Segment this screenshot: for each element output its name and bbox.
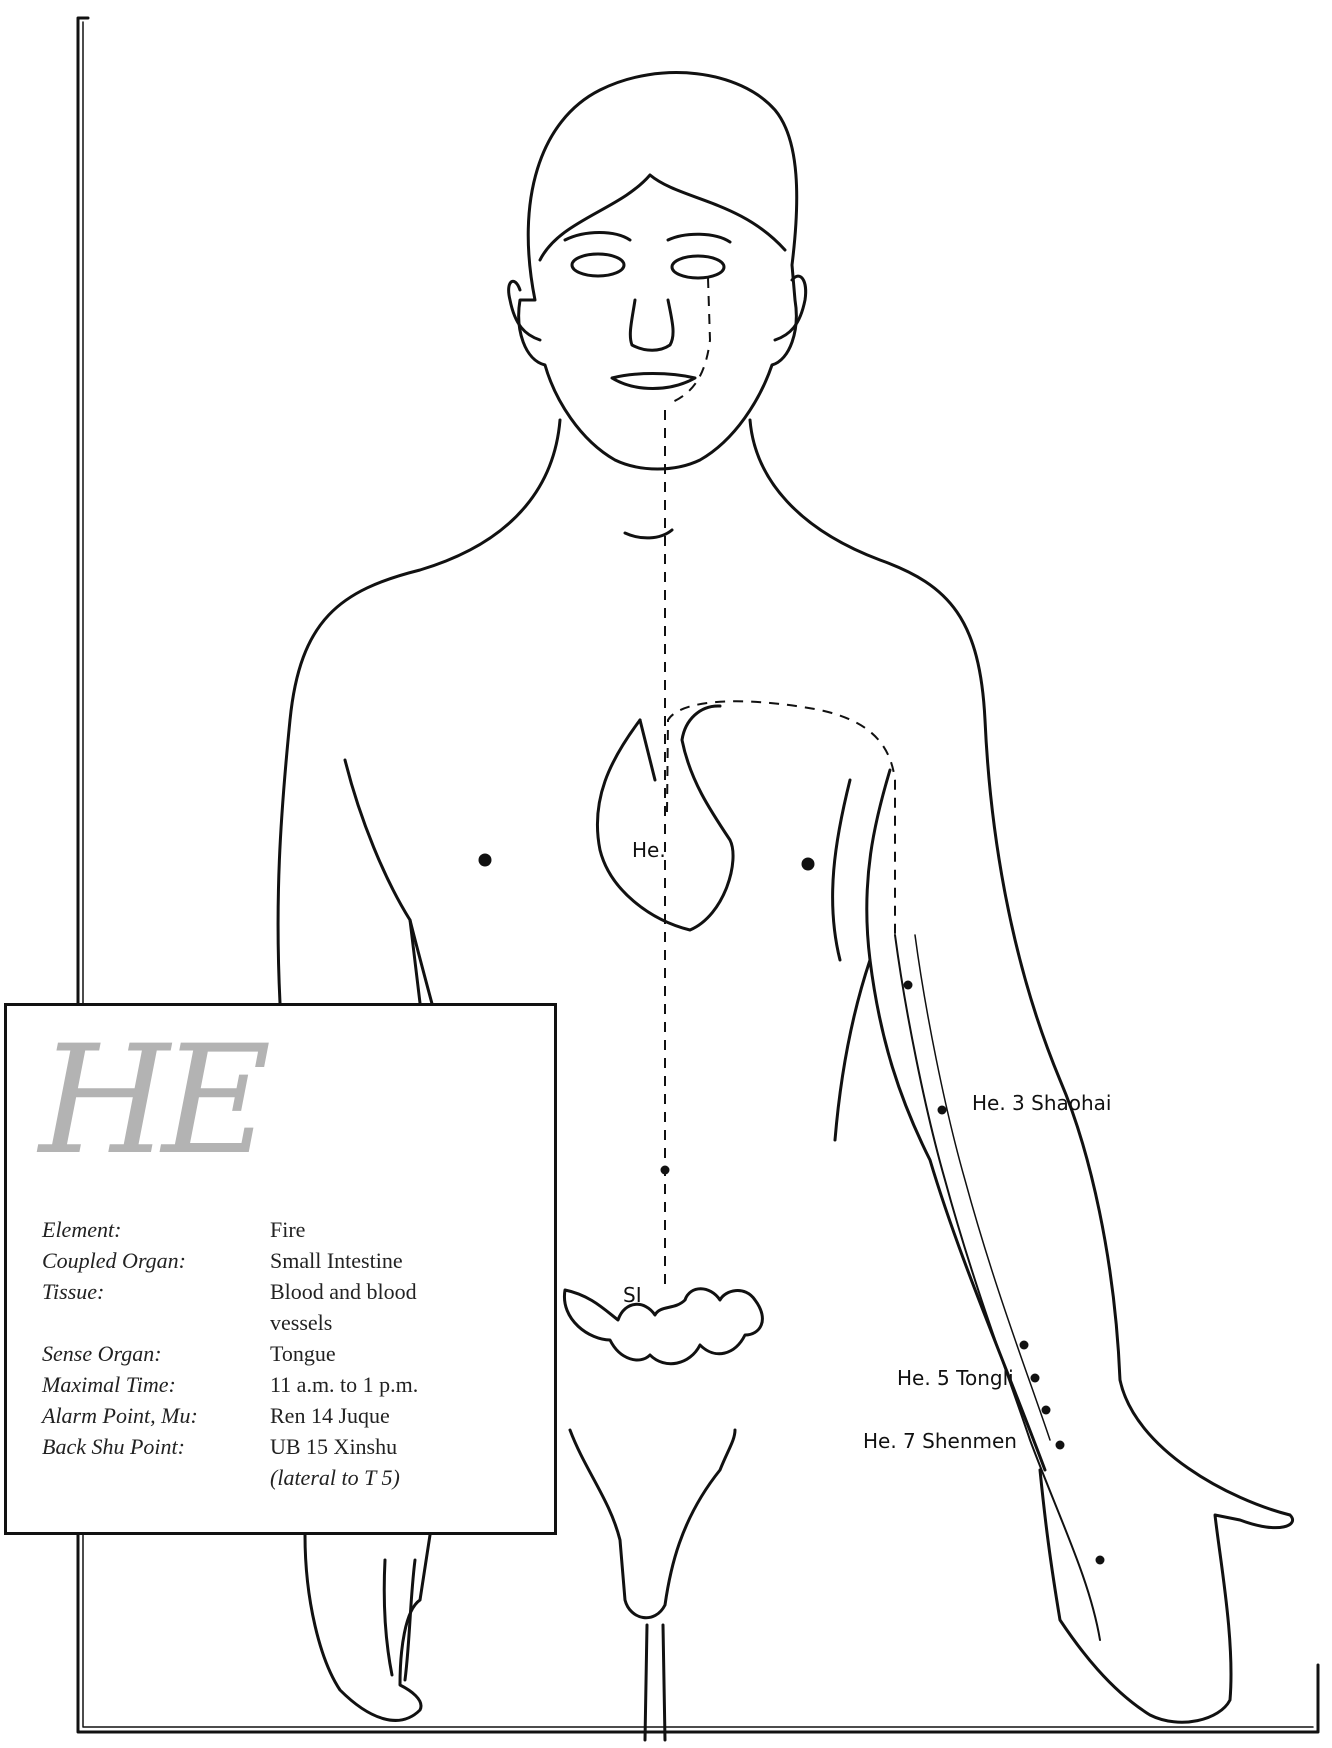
info-key: Tissue: bbox=[42, 1276, 270, 1307]
info-key: Alarm Point, Mu: bbox=[42, 1400, 270, 1431]
info-value: Blood and blood bbox=[270, 1276, 530, 1307]
info-row: Alarm Point, Mu:Ren 14 Juque bbox=[42, 1400, 542, 1431]
meridian-chest-dashed bbox=[667, 701, 895, 935]
info-value: vessels bbox=[270, 1307, 530, 1338]
info-key: Element: bbox=[42, 1214, 270, 1245]
point-label-he5: He. 5 Tongli bbox=[897, 1366, 1014, 1390]
info-value: Tongue bbox=[270, 1338, 530, 1369]
point-dot bbox=[1031, 1374, 1040, 1383]
head-outline bbox=[519, 73, 797, 469]
left-nipple bbox=[480, 855, 490, 865]
info-key bbox=[42, 1462, 270, 1493]
info-row: vessels bbox=[42, 1307, 542, 1338]
info-value: 11 a.m. to 1 p.m. bbox=[270, 1369, 530, 1400]
info-key bbox=[42, 1307, 270, 1338]
info-key: Coupled Organ: bbox=[42, 1245, 270, 1276]
point-dot bbox=[904, 981, 913, 990]
point-dot bbox=[661, 1166, 670, 1175]
right-eye bbox=[672, 256, 724, 278]
info-row: Maximal Time:11 a.m. to 1 p.m. bbox=[42, 1369, 542, 1400]
point-dot bbox=[938, 1106, 947, 1115]
point-label-he3: He. 3 Shaohai bbox=[972, 1091, 1112, 1115]
point-dot bbox=[1096, 1556, 1105, 1565]
info-row: Element:Fire bbox=[42, 1214, 542, 1245]
point-dot bbox=[1020, 1341, 1029, 1350]
info-value: UB 15 Xinshu bbox=[270, 1431, 530, 1462]
info-row: Back Shu Point:UB 15 Xinshu bbox=[42, 1431, 542, 1462]
point-label-he7: He. 7 Shenmen bbox=[863, 1429, 1017, 1453]
info-value: Ren 14 Juque bbox=[270, 1400, 530, 1431]
left-eye bbox=[572, 254, 624, 276]
mouth bbox=[612, 374, 695, 389]
info-row: Tissue:Blood and blood bbox=[42, 1276, 542, 1307]
info-key: Sense Organ: bbox=[42, 1338, 270, 1369]
info-title: HE bbox=[39, 1026, 263, 1176]
right-nipple bbox=[803, 859, 813, 869]
info-rows: Element:Fire Coupled Organ:Small Intesti… bbox=[42, 1214, 542, 1493]
small-intestine-label: SI bbox=[623, 1283, 642, 1307]
point-dot bbox=[1056, 1441, 1065, 1450]
info-value: (lateral to T 5) bbox=[270, 1462, 530, 1493]
info-value: Fire bbox=[270, 1214, 530, 1245]
heart-label: He. bbox=[632, 838, 666, 862]
small-intestine bbox=[564, 1289, 762, 1364]
info-row: Coupled Organ:Small Intestine bbox=[42, 1245, 542, 1276]
point-dot bbox=[1042, 1406, 1051, 1415]
info-key: Back Shu Point: bbox=[42, 1431, 270, 1462]
info-row: Sense Organ:Tongue bbox=[42, 1338, 542, 1369]
info-key: Maximal Time: bbox=[42, 1369, 270, 1400]
info-value: Small Intestine bbox=[270, 1245, 530, 1276]
info-row: (lateral to T 5) bbox=[42, 1462, 542, 1493]
info-box: HE Element:Fire Coupled Organ:Small Inte… bbox=[4, 1003, 557, 1535]
